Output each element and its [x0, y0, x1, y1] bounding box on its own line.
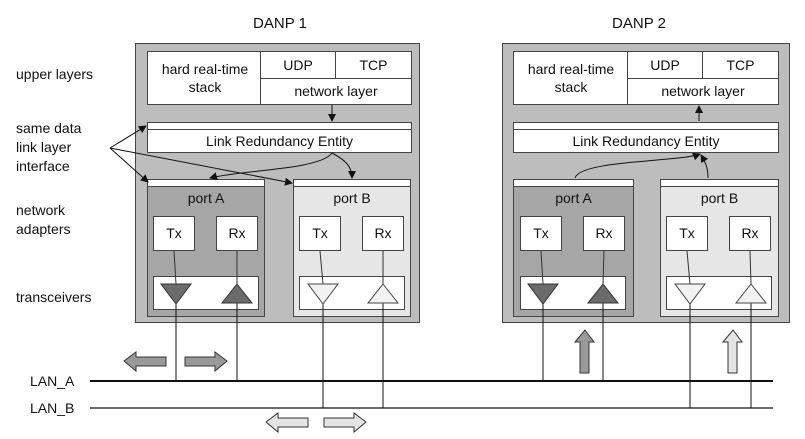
danp1-lre-to-port-b-arrow [331, 152, 356, 179]
danp1-udp-cell [260, 51, 336, 79]
danp1-lre-label: Link Redundancy Entity [205, 133, 354, 149]
danp1-stack-line2: stack [188, 79, 222, 95]
danp1-port-b-rx-box [362, 216, 404, 251]
danp1-b-tx-triangle [307, 283, 339, 305]
danp1-tcp-cell [335, 51, 412, 79]
danp1-port-b-label: port B [333, 190, 371, 206]
danp2-port-b-tx-box [666, 216, 708, 251]
danp2-udp-cell [627, 51, 703, 79]
danp2-stack-line1: hard real-time [527, 61, 615, 77]
danp2-lre-box [513, 129, 779, 153]
label-transceivers: transceivers [16, 289, 92, 305]
danp1-udp-label: UDP [283, 57, 313, 73]
interface-arrow-port-a [109, 147, 149, 183]
danp1-port-a-label: port A [187, 190, 225, 206]
danp2-title: DANP 2 [612, 15, 666, 32]
danp1-tcp-label: TCP [359, 57, 388, 73]
danp1-b-rx-triangle [366, 283, 400, 304]
danp1-b-tx-link [319, 250, 324, 285]
label-upper-layers: upper layers [16, 66, 94, 82]
danp2-port-a-label: port A [555, 190, 592, 206]
danp1-lre-to-port-a-arrow [209, 152, 333, 181]
danp1-lan-b-left-arrow [265, 412, 309, 434]
danp2-tcp-cell [702, 51, 779, 79]
danp1-title: DANP 1 [253, 15, 307, 32]
danp1-port-a-tx-box [153, 216, 195, 251]
danp2-port-a-to-lre-arrow [574, 152, 701, 179]
danp1-port-a-rx-label: Rx [228, 225, 246, 241]
danp1-lre-box [147, 129, 412, 153]
danp2-a-tx-link [540, 250, 544, 285]
danp1-lan-b-right-arrow [323, 412, 367, 434]
danp1-port-b-tx-label: Tx [312, 225, 328, 241]
danp2-tcp-label: TCP [726, 57, 755, 73]
danp2-port-a-tx-label: Tx [533, 225, 549, 241]
label-same-data-line3: interface [16, 158, 70, 174]
lan-a-label: LAN_A [30, 373, 75, 389]
danp2-network-layer-cell [627, 78, 779, 105]
danp2-port-b-rx-box [729, 216, 771, 251]
danp1-lan-a-left-arrow [123, 351, 167, 373]
label-network-line2: adapters [16, 221, 71, 237]
danp2-port-a-tx-box [520, 216, 562, 251]
label-network-line1: network [16, 202, 66, 218]
danp1-a-tx-triangle [160, 283, 192, 305]
interface-arrow-port-b [109, 147, 293, 186]
danp1-lan-a-right-arrow [184, 351, 228, 373]
danp2-port-b-tx-label: Tx [679, 225, 695, 241]
danp2-b-tx-triangle [674, 283, 706, 305]
interface-arrow-lre [109, 125, 147, 149]
danp1-a-rx-triangle [220, 283, 254, 304]
danp2-port-a-rx-box [583, 216, 625, 251]
danp2-a-tx-triangle [527, 283, 559, 305]
danp1-port-a-tx-label: Tx [166, 225, 182, 241]
danp2-lan-a-up-arrow [573, 329, 595, 374]
danp2-b-rx-link [749, 250, 752, 285]
danp2-udp-label: UDP [650, 57, 680, 73]
lan-b-label: LAN_B [30, 400, 75, 416]
danp2-a-rx-triangle [586, 283, 620, 304]
danp1-network-layer-cell [260, 78, 412, 105]
danp1-network-layer-label: network layer [294, 83, 378, 99]
danp1-port-b-tab [293, 179, 411, 187]
danp2-port-a-rx-label: Rx [595, 225, 613, 241]
danp2-network-layer-label: network layer [661, 83, 745, 99]
danp1-port-b-tx-box [299, 216, 341, 251]
danp2-port-b-tab [660, 179, 779, 187]
danp2-a-rx-link [602, 250, 605, 285]
danp2-port-b-label: port B [700, 190, 739, 206]
danp1-port-a-rx-box [216, 216, 258, 251]
danp2-port-a-tab [513, 179, 634, 187]
label-same-data-line1: same data [16, 120, 82, 136]
danp1-port-a-tab [147, 179, 265, 187]
danp2-lre-label: Link Redundancy Entity [572, 133, 720, 149]
danp2-stack-line2: stack [554, 79, 588, 95]
danp2-b-rx-triangle [734, 283, 768, 304]
danp2-b-tx-link [686, 250, 691, 285]
danp2-port-b-rx-label: Rx [741, 225, 759, 241]
danp2-lan-b-up-arrow [721, 329, 743, 374]
danp1-stack-line1: hard real-time [161, 61, 249, 77]
danp1-port-b-rx-label: Rx [374, 225, 392, 241]
danp2-port-b-to-lre-arrow [700, 154, 709, 179]
danp1-a-tx-link [173, 250, 177, 285]
label-same-data-line2: link layer [16, 139, 72, 155]
